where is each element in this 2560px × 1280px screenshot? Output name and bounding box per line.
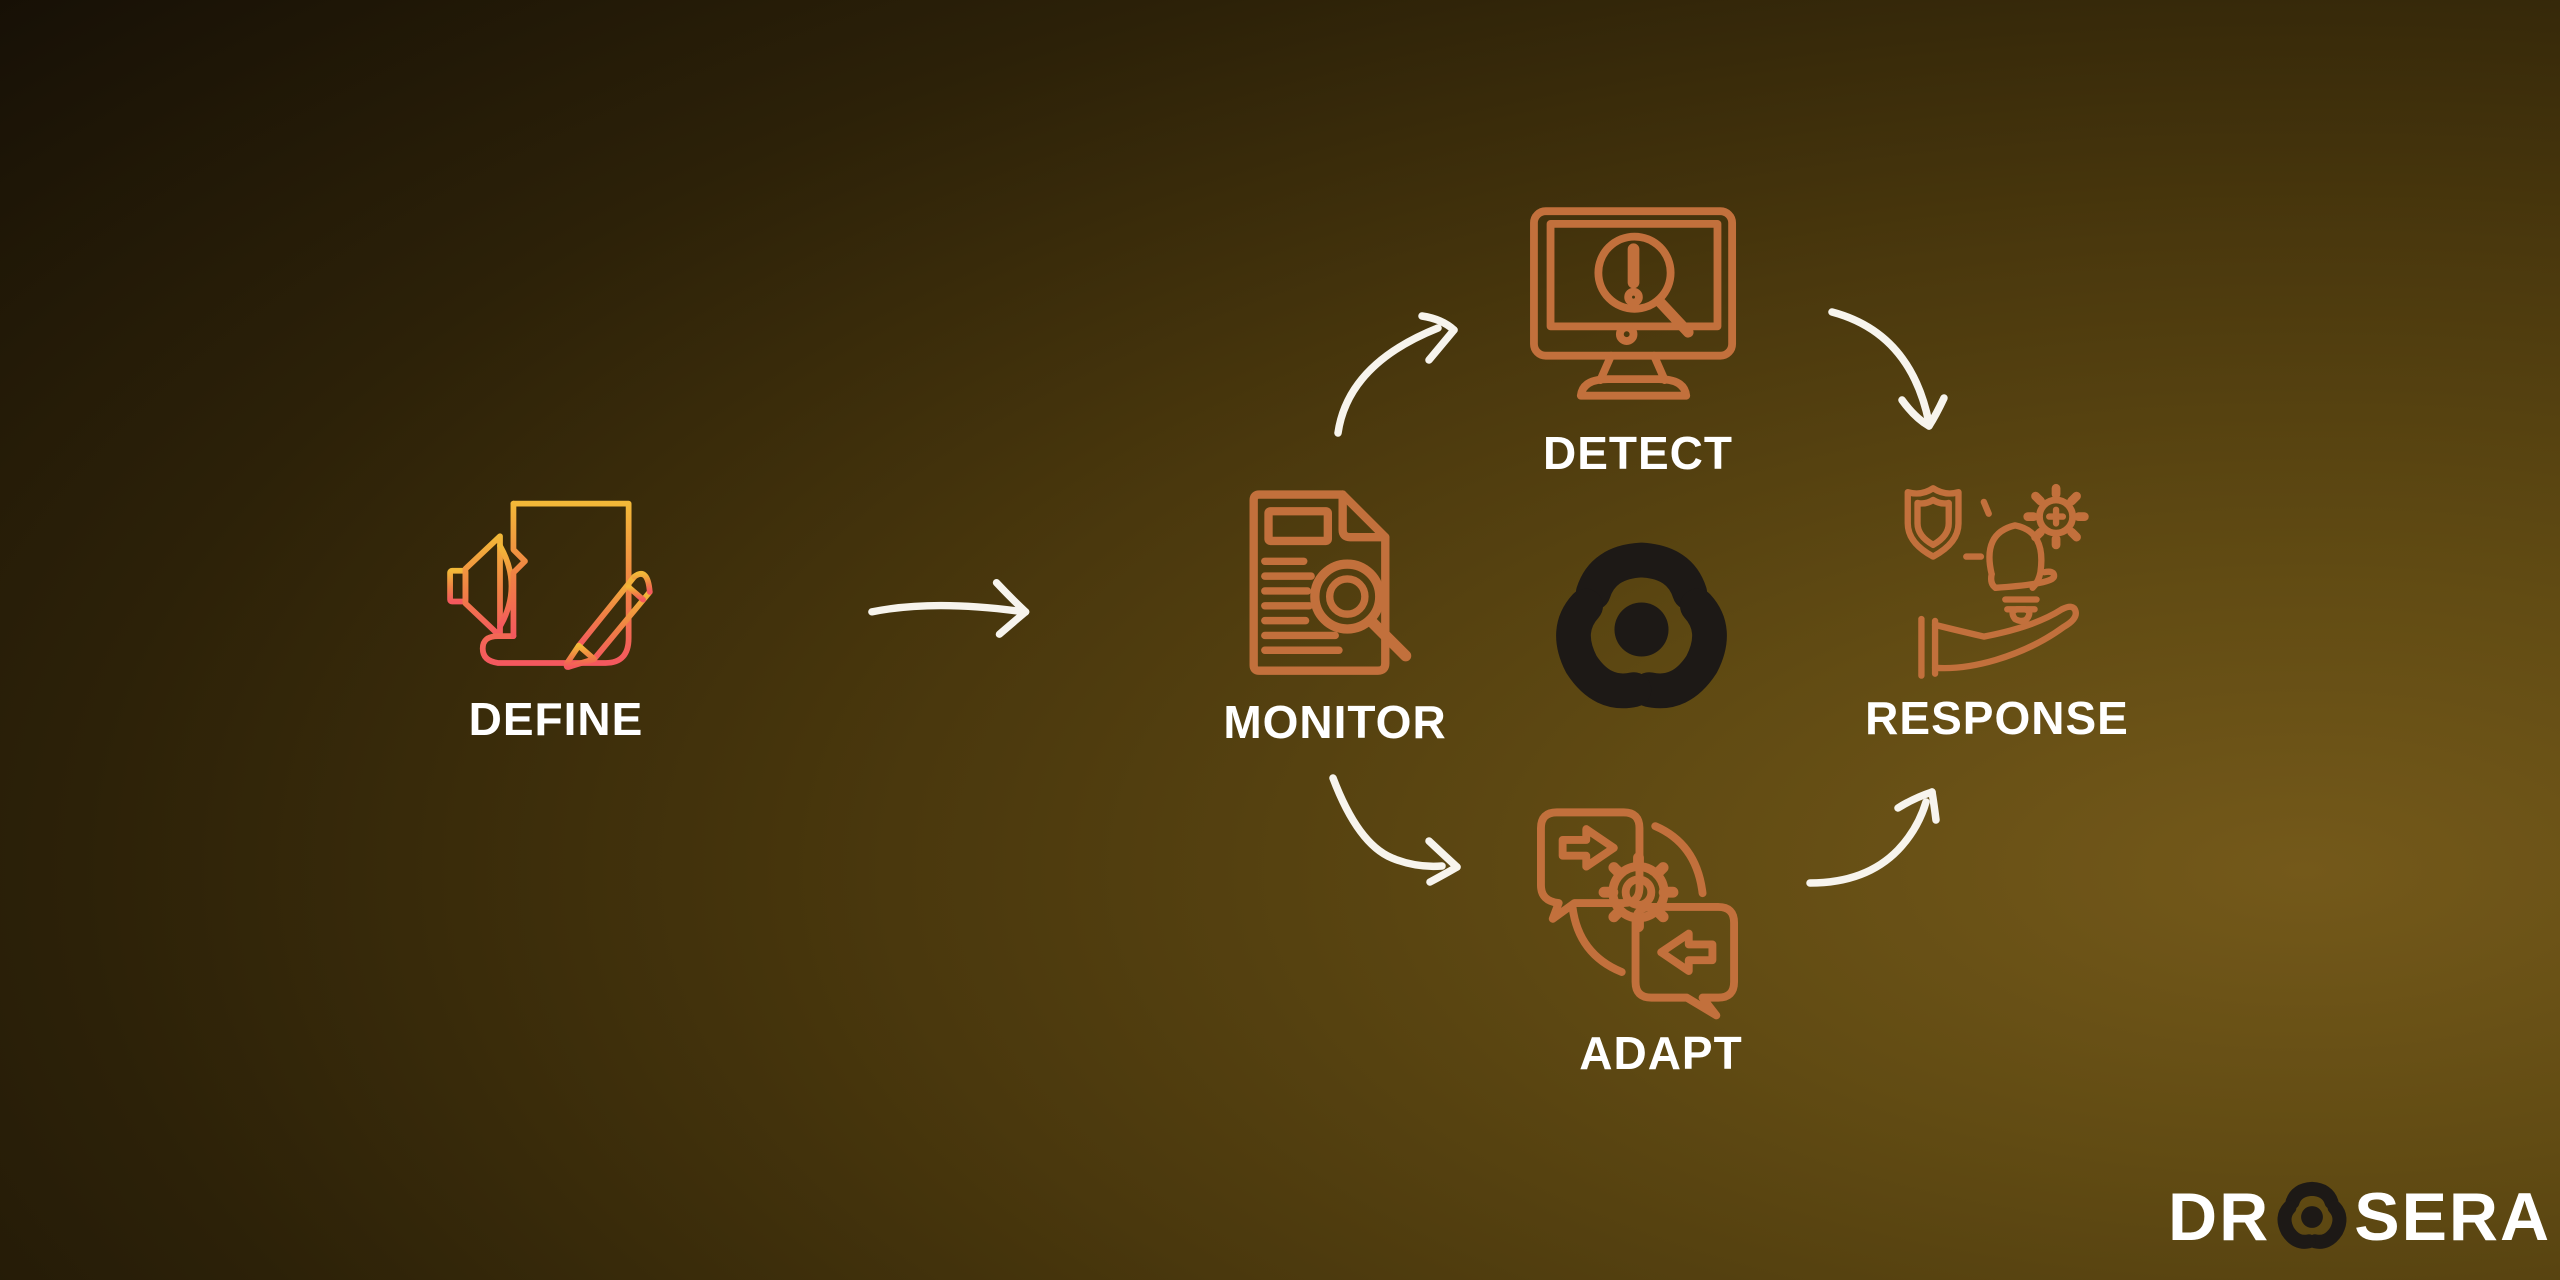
- define-label: DEFINE: [468, 693, 644, 745]
- arrow-monitor-to-detect: [1334, 312, 1458, 437]
- arrow-detect-to-response: [1828, 308, 1948, 430]
- monitor-label: MONITOR: [1223, 696, 1447, 748]
- document-magnifier-icon: [1249, 490, 1412, 675]
- wordmark-suffix: SERA: [2354, 1179, 2552, 1255]
- arrow-monitor-to-adapt: [1329, 774, 1461, 886]
- drosera-emblem: [1556, 542, 1727, 709]
- arrow-adapt-to-response: [1806, 788, 1940, 887]
- arrow-define-to-monitor: [868, 579, 1030, 638]
- monitor-node: [1246, 489, 1418, 679]
- wordmark-prefix: DR: [2168, 1179, 2271, 1255]
- drosera-emblem-icon: [2277, 1181, 2347, 1249]
- response-node: [1898, 481, 2098, 679]
- drosera-wordmark: DR SERA: [2168, 1178, 2551, 1256]
- detect-node: [1530, 203, 1737, 401]
- chat-bubbles-gear-sync-icon: [1537, 808, 1739, 1020]
- response-label: RESPONSE: [1865, 692, 2129, 744]
- adapt-node: [1537, 806, 1739, 1020]
- define-node: [442, 494, 654, 686]
- adapt-label: ADAPT: [1579, 1027, 1743, 1079]
- monitor-alert-magnifier-icon: [1530, 207, 1737, 400]
- announcement-document-pen-icon: [447, 500, 653, 670]
- hand-lightbulb-shield-gear-icon: [1904, 483, 2089, 679]
- detect-label: DETECT: [1543, 427, 1733, 479]
